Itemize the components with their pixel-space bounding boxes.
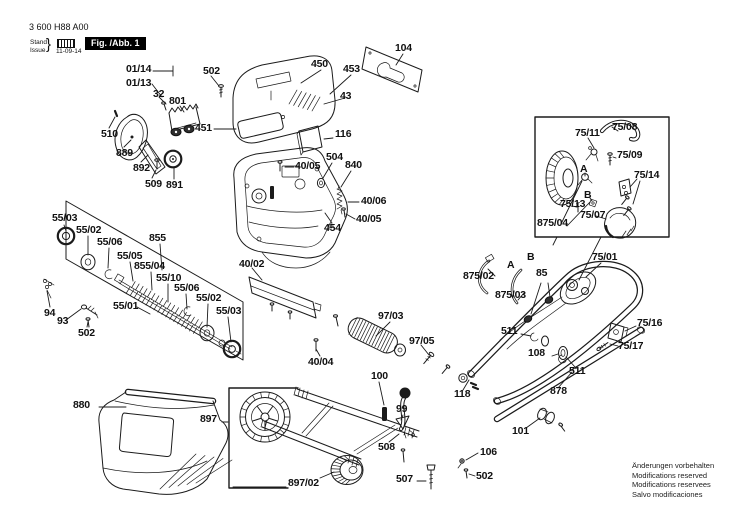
leader-lines	[46, 53, 641, 488]
callout-104: 104	[395, 42, 412, 54]
callout-75-08: 75/08	[612, 121, 638, 133]
callout-504: 504	[326, 151, 343, 163]
callout-40-06: 40/06	[361, 195, 387, 207]
procedural-detail-art	[125, 89, 565, 490]
callout-892: 892	[133, 162, 150, 174]
callout-b: B	[527, 251, 535, 263]
callout-897: 897	[200, 413, 217, 425]
note-line-3: Modifications reservees	[632, 480, 711, 490]
callout-897-02: 897/02	[288, 477, 319, 489]
callout-840: 840	[345, 159, 362, 171]
callout-878: 878	[550, 385, 567, 397]
callout-55-05: 55/05	[117, 250, 143, 262]
callout-55-06: 55/06	[97, 236, 123, 248]
callout-55-02: 55/02	[76, 224, 102, 236]
callout-116: 116	[335, 128, 352, 140]
callout-880: 880	[73, 399, 90, 411]
callout-a: A	[580, 163, 588, 175]
callout-511: 511	[569, 365, 586, 377]
callout-510: 510	[101, 128, 118, 140]
stand-issue-brace: }	[46, 36, 52, 53]
small-parts-94-93-502-drawing	[43, 278, 99, 328]
callout-75-14: 75/14	[634, 169, 660, 181]
callout-75-17: 75/17	[618, 340, 644, 352]
brush-panel-855-drawing	[56, 200, 244, 361]
callout-a: A	[507, 259, 515, 271]
callout-94: 94	[44, 307, 56, 319]
callout-93: 93	[57, 315, 69, 327]
callout-32: 32	[153, 88, 165, 100]
flap-40-02-drawing	[248, 276, 322, 320]
note-line-2: Modifications reserved	[632, 470, 708, 480]
callout-889: 889	[116, 147, 133, 159]
callout-100: 100	[371, 370, 388, 382]
callout-75-09: 75/09	[617, 149, 643, 161]
callout-75-11: 75/11	[575, 127, 600, 139]
callout-01-14: 01/14	[126, 63, 152, 75]
callout-118: 118	[454, 388, 471, 400]
stand-label: Stand	[30, 39, 47, 46]
callout-801: 801	[169, 95, 186, 107]
callout-106: 106	[480, 446, 497, 458]
callout-55-03: 55/03	[216, 305, 242, 317]
callout-b: B	[584, 189, 592, 201]
note-line-4: Salvo modificaciones	[632, 489, 703, 499]
callout-855: 855	[149, 232, 166, 244]
panel-104-drawing	[361, 46, 423, 93]
handle-assembly-drawing	[441, 253, 646, 479]
callout-55-01: 55/01	[113, 300, 139, 312]
callout-85: 85	[536, 267, 548, 279]
grass-box-880-drawing	[98, 388, 229, 495]
callout-75-07: 75/07	[580, 209, 606, 221]
callout-75-01: 75/01	[592, 251, 618, 263]
wheel-frame-897-drawing	[228, 386, 436, 490]
callout-891: 891	[166, 179, 183, 191]
callout-454: 454	[324, 222, 341, 234]
callout-43: 43	[340, 90, 352, 102]
callout-855-04: 855/04	[134, 260, 165, 272]
callout-509: 509	[145, 178, 162, 190]
callout-502: 502	[78, 327, 95, 339]
callout-55-10: 55/10	[156, 272, 182, 284]
callout-511: 511	[501, 325, 518, 337]
callout-01-13: 01/13	[126, 77, 152, 89]
date-code-icon	[57, 39, 75, 48]
document-number: 3 600 H88 A00	[29, 22, 89, 32]
callout-101: 101	[512, 425, 529, 437]
callout-55-02: 55/02	[196, 292, 222, 304]
inset-box-75-drawing	[534, 116, 670, 239]
deck-454-drawing	[233, 147, 348, 269]
callout-502: 502	[203, 65, 220, 77]
hood-450-drawing	[232, 55, 336, 144]
callout-507: 507	[396, 473, 413, 485]
filter-116-drawing	[296, 125, 323, 156]
callout-108: 108	[528, 347, 545, 359]
callout-55-03: 55/03	[52, 212, 78, 224]
callout-451: 451	[195, 122, 212, 134]
callout-97-03: 97/03	[378, 310, 404, 322]
callout-40-04: 40/04	[308, 356, 334, 368]
callout-99: 99	[396, 403, 408, 415]
callout-40-05: 40/05	[356, 213, 382, 225]
motor-belt-drawing	[113, 84, 224, 175]
callout-453: 453	[343, 63, 360, 75]
callout-875-04: 875/04	[537, 217, 568, 229]
figure-badge: Fig. /Abb. 1	[85, 37, 146, 50]
issue-label: Issue	[30, 47, 46, 54]
callout-75-13: 75/13	[560, 198, 586, 210]
callout-875-03: 875/03	[495, 289, 526, 301]
callout-450: 450	[311, 58, 328, 70]
callout-75-16: 75/16	[637, 317, 663, 329]
callout-97-05: 97/05	[409, 335, 435, 347]
callout-40-02: 40/02	[239, 258, 265, 270]
callout-40-05: 40/05	[295, 160, 321, 172]
callout-502: 502	[476, 470, 493, 482]
callout-55-06: 55/06	[174, 282, 200, 294]
callout-508: 508	[378, 441, 395, 453]
note-line-1: Änderungen vorbehalten	[632, 461, 715, 470]
issue-date: 11-09-14	[56, 48, 82, 55]
callout-875-02: 875/02	[463, 270, 494, 282]
